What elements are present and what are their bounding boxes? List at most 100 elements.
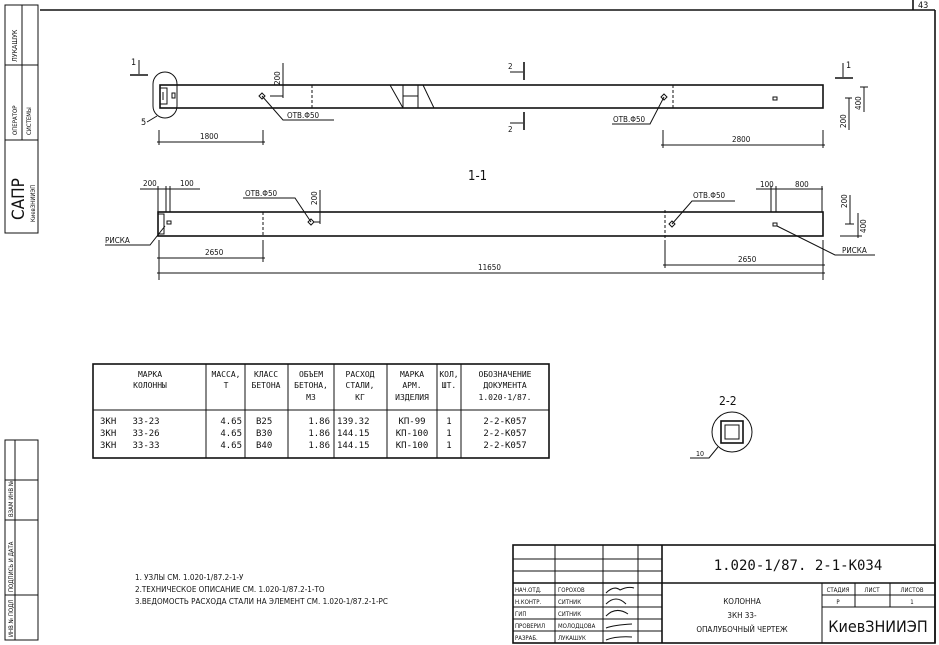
- staff-name: СИТНИК: [558, 611, 581, 618]
- header-cell: ОБОЗНАЧЕНИЕ: [479, 370, 532, 379]
- table-cell: 1.86: [308, 429, 330, 439]
- table-cell: 1.86: [308, 441, 330, 451]
- header-cell: МАРКА: [400, 370, 424, 379]
- table-cell: 4.65: [220, 441, 242, 451]
- plan-view: 5 1 1 200 ОТВ.Φ50 2 2 ОТВ.Φ50 1800 2800 …: [130, 58, 868, 148]
- staff-role: ГИП: [515, 611, 526, 618]
- dim-200-top: 200: [143, 179, 157, 188]
- header-cell: МАРКА: [138, 370, 162, 379]
- section-mark-1-right: 1: [846, 61, 851, 71]
- sheet-number: 43: [918, 1, 928, 11]
- stamp-vzam: ВЗАМ ИНВ №: [8, 480, 15, 517]
- header-cell: ШТ.: [442, 381, 456, 390]
- table-cell: 4.65: [220, 429, 242, 439]
- table-cell: 144.15: [337, 429, 370, 439]
- sheet-frame: 43: [40, 0, 936, 643]
- organization-name: КиевЗНИИЭП: [828, 617, 927, 636]
- header-cell: Т: [224, 381, 229, 390]
- staff-name: ГОРОХОВ: [558, 587, 585, 594]
- table-cell: 1.86: [308, 417, 330, 427]
- title-block: 1.020-1/87. 2-1-К034 НАЧ.ОТД.ГОРОХОВН.КО…: [512, 544, 936, 644]
- staff-role: РАЗРАБ.: [515, 635, 538, 642]
- stamp-sapr: САПР: [9, 178, 29, 220]
- table-cell: 1: [446, 417, 451, 427]
- dim-400: 400: [854, 96, 863, 110]
- dim-800-right: 800: [795, 180, 809, 189]
- dim-200: 200: [273, 71, 282, 85]
- hole-label-right: ОТВ.Φ50: [613, 115, 646, 124]
- note-2: 2.ТЕХНИЧЕСКОЕ ОПИСАНИЕ СМ. 1.020-1/87.2-…: [135, 585, 325, 594]
- dim-400-right: 400: [859, 219, 868, 233]
- section-mark-2-top: 2: [508, 62, 513, 71]
- header-cell: ОБЪЕМ: [299, 370, 323, 379]
- table-cell: КП-99: [398, 417, 425, 427]
- dim-2650-left: 2650: [205, 248, 224, 257]
- riska-label-left: РИСКА: [105, 236, 130, 245]
- spec-table: МАРКА КОЛОННЫ МАССА, Т КЛАСС БЕТОНА ОБЪЕ…: [92, 363, 550, 459]
- stamp-role-2: СИСТЕМЫ: [26, 107, 33, 135]
- table-cell: В25: [256, 417, 272, 427]
- table-cell: 1: [446, 429, 451, 439]
- table-cell: 2-2-К057: [483, 429, 526, 439]
- dim-200-right: 200: [839, 114, 848, 128]
- note-1: 1. УЗЛЫ СМ. 1.020-1/87.2-1-У: [135, 573, 244, 582]
- element-name-3: ОПАЛУБОЧНЫЙ ЧЕРТЕЖ: [696, 623, 788, 634]
- staff-name: ЛУКАШУК: [558, 635, 586, 642]
- stamp-role: ОПЕРАТОР: [12, 105, 19, 135]
- section-mark-1-left: 1: [131, 58, 136, 68]
- staff-role: ПРОВЕРИЛ: [515, 623, 545, 630]
- table-cell: КП-100: [396, 429, 429, 439]
- header-cell: КЛАСС: [254, 370, 278, 379]
- header-cell: АРМ.: [402, 381, 421, 390]
- section-mark-2-bottom: 2: [508, 125, 513, 134]
- hole-label-left: ОТВ.Φ50: [245, 189, 278, 198]
- stamp-podpis: ПОДПИСЬ И ДАТА: [8, 541, 15, 592]
- dim-100-top: 100: [180, 179, 194, 188]
- element-name-1: КОЛОННА: [723, 597, 761, 606]
- callout-5: 5: [141, 118, 146, 128]
- section-2-2: 2-2 10: [690, 394, 753, 459]
- dim-200-right: 200: [840, 194, 849, 208]
- table-cell: 139.32: [337, 417, 370, 427]
- dim-1800: 1800: [200, 132, 219, 141]
- document-code: 1.020-1/87. 2-1-К034: [714, 558, 883, 574]
- staff-name: СИТНИК: [558, 599, 581, 606]
- section-1-1: 1-1 200 100 ОТВ.Φ50 200 ОТВ.Φ50 100 800 …: [105, 169, 875, 280]
- dim-200-vert: 200: [310, 191, 319, 205]
- element-name-2: 3КН 33-: [727, 611, 757, 620]
- dim-2650-right: 2650: [738, 255, 757, 264]
- staff-name: МОЛОДЦОВА: [558, 623, 596, 630]
- table-cell: КП-100: [396, 441, 429, 451]
- header-cell: БЕТОНА: [252, 381, 281, 390]
- table-cell: 2-2-К057: [483, 417, 526, 427]
- dim-11650: 11650: [478, 263, 501, 272]
- dim-2800: 2800: [732, 135, 751, 144]
- header-cell: РАСХОД: [346, 370, 375, 379]
- table-cell: В40: [256, 441, 272, 451]
- sheet-label: ЛИСТ: [864, 587, 880, 594]
- table-cell: 4.65: [220, 417, 242, 427]
- table-cell: В30: [256, 429, 272, 439]
- hole-label-right: ОТВ.Φ50: [693, 191, 726, 200]
- table-cell: 144.15: [337, 441, 370, 451]
- stage-label: СТАДИЯ: [827, 587, 850, 594]
- staff-role: НАЧ.ОТД.: [515, 587, 542, 594]
- header-cell: СТАЛИ,: [346, 381, 375, 390]
- section-title-1-1: 1-1: [468, 169, 487, 184]
- stamp-sapr-org: КиевЗНИИЭП: [30, 185, 37, 222]
- stage-value: Р: [836, 599, 840, 606]
- dim-100-right: 100: [760, 180, 774, 189]
- sheets-label: ЛИСТОВ: [900, 587, 923, 594]
- sheets-value: 1: [910, 599, 913, 606]
- note-3: 3.ВЕДОМОСТЬ РАСХОДА СТАЛИ НА ЭЛЕМЕНТ СМ.…: [135, 597, 388, 606]
- header-cell: ДОКУМЕНТА: [483, 381, 527, 390]
- header-cell: КОЛ,: [439, 370, 458, 379]
- header-cell: МАССА,: [212, 370, 241, 379]
- header-cell: БЕТОНА,: [294, 381, 328, 390]
- section-title-2-2: 2-2: [719, 394, 737, 408]
